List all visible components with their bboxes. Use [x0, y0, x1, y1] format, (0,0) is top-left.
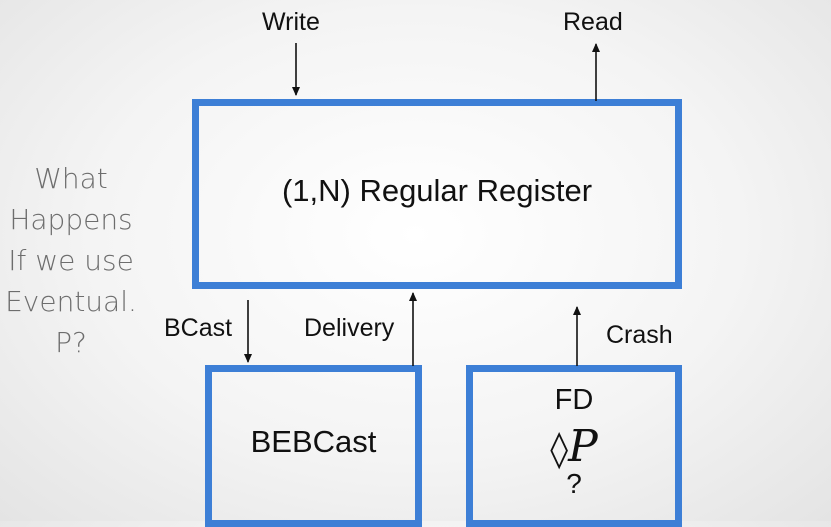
- read-label: Read: [563, 8, 623, 36]
- side-question-line: P?: [55, 326, 87, 359]
- side-question-line: If we use: [8, 244, 134, 277]
- side-question-line: What: [34, 162, 108, 195]
- side-question-line: Happens: [9, 203, 133, 236]
- bebcast-label: BEBCast: [250, 424, 377, 459]
- bcast-label: BCast: [164, 314, 233, 342]
- delivery-label: Delivery: [304, 314, 395, 342]
- write-label: Write: [262, 8, 320, 36]
- eventually-perfect-symbol: ◊P: [466, 421, 682, 472]
- p-symbol: P: [568, 421, 598, 472]
- crash-label: Crash: [606, 321, 673, 349]
- register-label: (1,N) Regular Register: [281, 173, 593, 208]
- register-box: [192, 99, 682, 289]
- fd-label: FD: [554, 384, 594, 416]
- side-question-line: Eventual.: [5, 285, 137, 318]
- side-question: What Happens If we use Eventual. P?: [0, 158, 142, 363]
- fd-question-mark: ?: [566, 468, 582, 499]
- diamond-symbol: ◊: [550, 429, 569, 470]
